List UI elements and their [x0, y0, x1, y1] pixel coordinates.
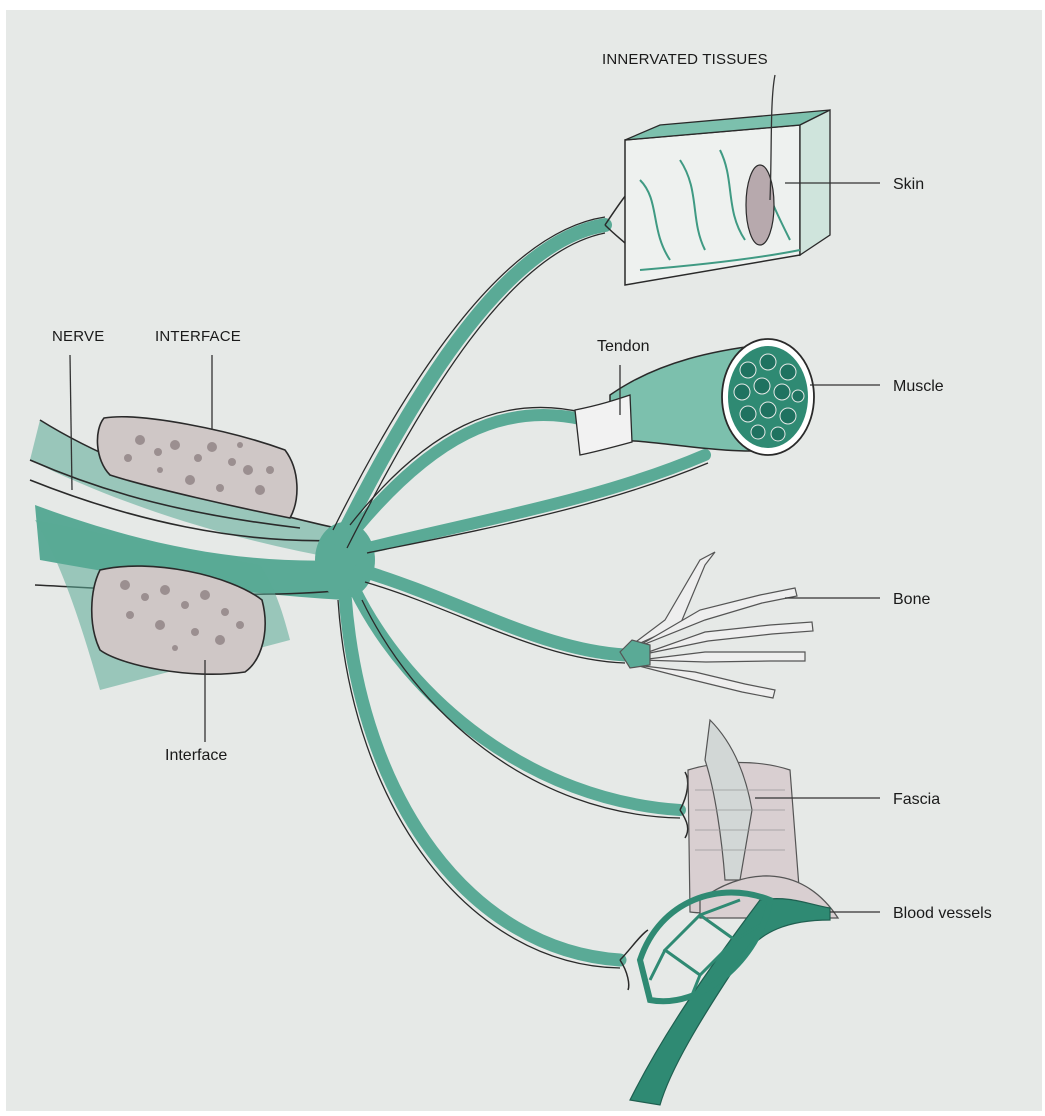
innervated-tissues-label: INNERVATED TISSUES — [602, 51, 768, 68]
blood-vessels-label: Blood vessels — [893, 905, 992, 922]
skin-label: Skin — [893, 176, 924, 193]
bone-label: Bone — [893, 591, 930, 608]
muscle-label: Muscle — [893, 378, 944, 395]
interface-caps-label: INTERFACE — [155, 328, 241, 345]
interface-label: Interface — [165, 747, 227, 764]
fascia-label: Fascia — [893, 791, 940, 808]
tendon-label: Tendon — [597, 338, 650, 355]
nerve-label: NERVE — [52, 328, 104, 345]
